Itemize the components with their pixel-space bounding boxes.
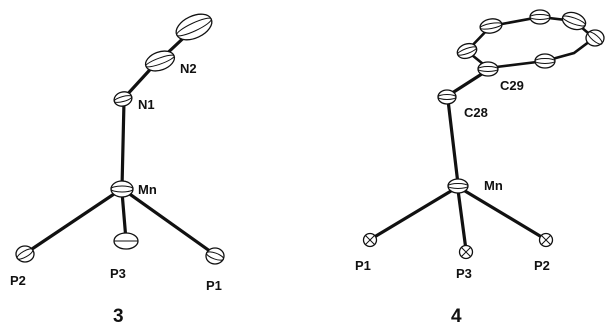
atom-n1 bbox=[113, 91, 133, 107]
atom-ring-1 bbox=[456, 42, 478, 60]
atom-terminal-3 bbox=[175, 13, 213, 41]
atom-ring-3 bbox=[529, 9, 551, 25]
label-p1-3: P1 bbox=[206, 278, 222, 293]
bond-mn-p2 bbox=[458, 186, 547, 241]
label-c28: C28 bbox=[464, 105, 488, 120]
atom-p3-3 bbox=[113, 232, 139, 250]
label-p2-4: P2 bbox=[534, 258, 550, 273]
atom-p2-3 bbox=[15, 245, 35, 263]
atom-p3-4 bbox=[458, 244, 474, 260]
label-p3-3: P3 bbox=[110, 266, 126, 281]
bond-mn-p2 bbox=[24, 188, 122, 255]
atom-n2 bbox=[144, 50, 176, 72]
label-c29: C29 bbox=[500, 78, 524, 93]
bond-mn-p3 bbox=[456, 188, 468, 252]
atom-mn-4 bbox=[447, 178, 469, 194]
atom-c28 bbox=[437, 89, 457, 105]
atom-ring-4 bbox=[561, 11, 587, 31]
label-mn-3: Mn bbox=[138, 182, 157, 197]
label-mn-4: Mn bbox=[484, 178, 503, 193]
label-n2: N2 bbox=[180, 61, 197, 76]
atom-c29 bbox=[477, 61, 499, 77]
caption-4: 4 bbox=[451, 306, 462, 327]
bond-c28-mn bbox=[446, 98, 460, 186]
bond-mn-p1 bbox=[122, 188, 216, 256]
atom-ring-6 bbox=[534, 53, 556, 69]
atom-p1-3 bbox=[205, 247, 225, 265]
label-p3-4: P3 bbox=[456, 266, 472, 281]
atom-mn-3 bbox=[110, 180, 134, 198]
bond-mn-n1 bbox=[120, 99, 126, 190]
atom-ring-2 bbox=[479, 18, 503, 34]
atom-ring-5 bbox=[585, 29, 605, 47]
label-p1-4: P1 bbox=[355, 258, 371, 273]
label-n1: N1 bbox=[138, 97, 155, 112]
caption-3: 3 bbox=[113, 306, 124, 327]
structure-4: C29 C28 Mn P1 P3 P2 4 bbox=[355, 9, 605, 327]
atom-p1-4 bbox=[362, 232, 378, 248]
structure-3: N2 N1 Mn P2 P3 P1 3 bbox=[10, 13, 225, 327]
bond-mn-p1 bbox=[369, 186, 458, 241]
bond-mn-p3 bbox=[120, 190, 128, 242]
label-p2-3: P2 bbox=[10, 273, 26, 288]
atom-p2-4 bbox=[538, 232, 554, 248]
